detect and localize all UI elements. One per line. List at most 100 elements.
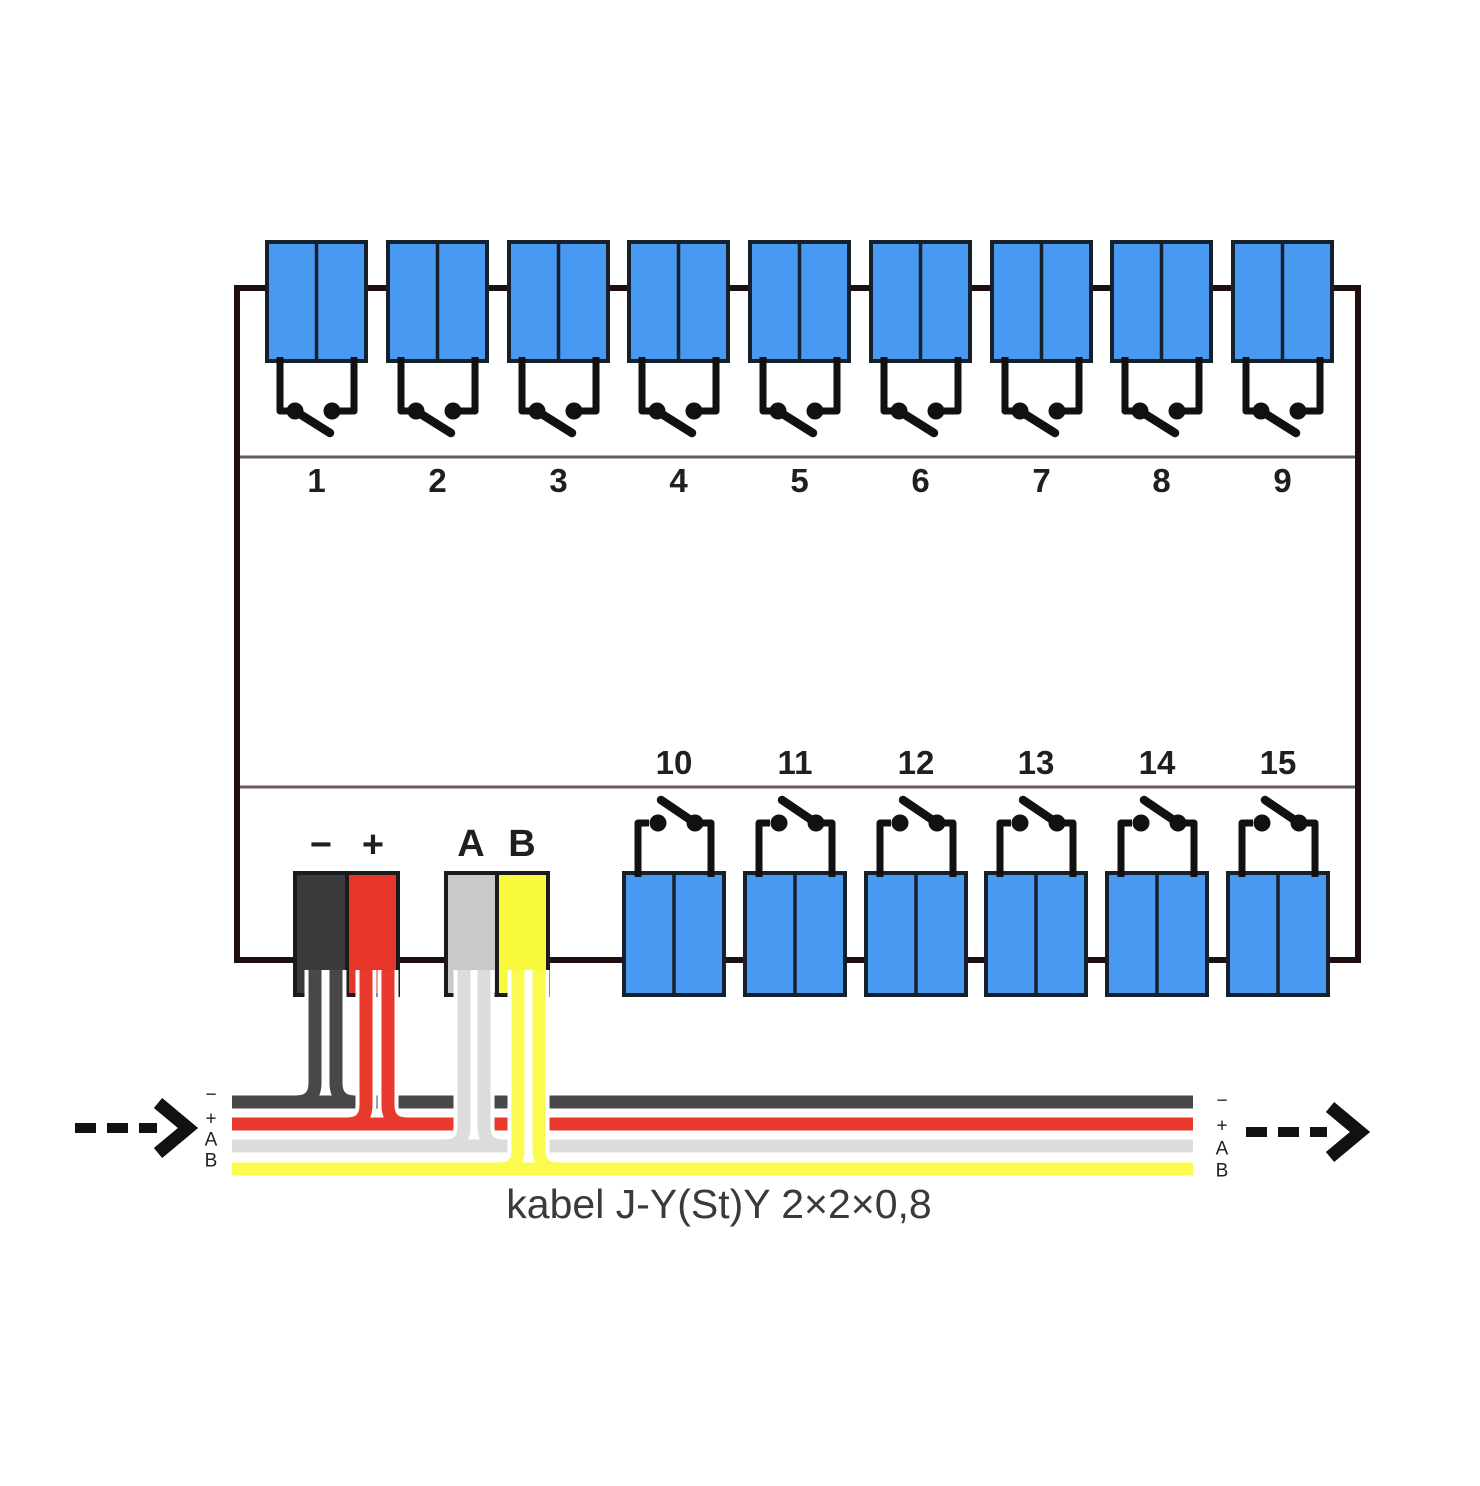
- switch-lever: [656, 795, 700, 828]
- conductor-label-left-b: B: [205, 1151, 218, 1172]
- arrow-head-icon: [153, 1098, 199, 1158]
- conductor-label-right-plus: +: [1216, 1116, 1227, 1137]
- channel-number: 7: [1032, 462, 1050, 499]
- switch-lever: [1015, 406, 1060, 438]
- switch-contact-dot: [323, 402, 341, 420]
- switch-wire: [755, 819, 770, 877]
- channel-number: 6: [911, 462, 929, 499]
- channel-number: 11: [778, 744, 813, 781]
- switch-wire: [759, 357, 772, 415]
- power-minus-label: −: [310, 824, 332, 866]
- cable-wire-plus: ++: [205, 970, 1228, 1137]
- switch-wire: [1180, 357, 1203, 415]
- switch-wire: [1001, 357, 1014, 415]
- switch-contact-dot: [1253, 814, 1271, 832]
- flow-arrow-left: [75, 1098, 199, 1158]
- channel-top: 2: [386, 240, 489, 499]
- channel-number: 14: [1139, 744, 1176, 781]
- switch-contact-dot: [1048, 402, 1066, 420]
- power-plus-label: +: [362, 824, 384, 866]
- switch-lever: [894, 406, 939, 438]
- channel-bottom: 11: [743, 744, 847, 997]
- switch-wire: [1238, 819, 1253, 877]
- switch-lever: [1139, 795, 1183, 828]
- channel-number: 3: [549, 462, 567, 499]
- bus-b-label: B: [508, 823, 535, 865]
- bus-a-label: A: [457, 823, 484, 865]
- channel-top: 3: [507, 240, 610, 499]
- conductor-label-right-b: B: [1216, 1161, 1229, 1182]
- channel-number: 10: [656, 744, 693, 781]
- switch-lever: [532, 406, 577, 438]
- channel-number: 4: [669, 462, 688, 499]
- switch-lever: [773, 406, 818, 438]
- switch-lever: [777, 795, 821, 828]
- channel-number: 15: [1260, 744, 1297, 781]
- channel-number: 8: [1152, 462, 1170, 499]
- cable-label: kabel J-Y(St)Y 2×2×0,8: [506, 1181, 931, 1227]
- switch-contact-dot: [770, 814, 788, 832]
- channel-number: 1: [307, 462, 325, 499]
- switch-wire: [880, 357, 893, 415]
- switch-lever: [1260, 795, 1304, 828]
- switch-wire: [876, 819, 891, 877]
- switch-contact-dot: [806, 402, 824, 420]
- channel-number: 2: [428, 462, 446, 499]
- switch-wire: [996, 819, 1011, 877]
- switch-wire: [634, 819, 649, 877]
- arrow-head-icon: [1325, 1102, 1371, 1162]
- channel-number: 5: [790, 462, 808, 499]
- channel-number: 12: [898, 744, 935, 781]
- switch-wire: [1301, 357, 1324, 415]
- conductor-label-right-minus: −: [1216, 1091, 1227, 1112]
- switch-wire: [1121, 357, 1134, 415]
- conductor-label-right-a: A: [1216, 1139, 1229, 1160]
- switch-lever: [898, 795, 942, 828]
- channel-top: 8: [1110, 240, 1213, 499]
- conductor-label-left-a: A: [205, 1130, 218, 1151]
- conductor-label-left-minus: −: [205, 1085, 216, 1106]
- switch-wire: [276, 357, 289, 415]
- channel-top: 7: [990, 240, 1093, 499]
- switch-wire: [1117, 819, 1132, 877]
- switch-contact-dot: [1132, 814, 1150, 832]
- channel-top: 4: [627, 240, 730, 499]
- switch-wire: [1242, 357, 1255, 415]
- flow-arrow-right: [1246, 1102, 1371, 1162]
- switch-wire: [1060, 357, 1083, 415]
- device-body: [234, 285, 1361, 963]
- channel-number: 9: [1273, 462, 1291, 499]
- switch-lever: [1256, 406, 1301, 438]
- channel-top: 5: [748, 240, 851, 499]
- switch-wire: [818, 357, 841, 415]
- channel-top: 1: [265, 240, 368, 499]
- switch-lever: [411, 406, 456, 438]
- switch-contact-dot: [1011, 814, 1029, 832]
- switch-contact-dot: [649, 814, 667, 832]
- switch-wire: [638, 357, 651, 415]
- channel-bottom: 12: [864, 744, 968, 997]
- switch-lever: [652, 406, 697, 438]
- switch-wire: [456, 357, 479, 415]
- channel-number: 13: [1018, 744, 1055, 781]
- switch-wire: [697, 357, 720, 415]
- channel-bottom: 14: [1105, 744, 1209, 997]
- wire-vertical: [532, 970, 573, 1176]
- switch-wire: [397, 357, 410, 415]
- channel-top: 6: [869, 240, 972, 499]
- switch-contact-dot: [685, 402, 703, 420]
- switch-lever: [1018, 795, 1062, 828]
- switch-contact-dot: [927, 402, 945, 420]
- switch-wire: [939, 357, 962, 415]
- channel-bottom: 15: [1226, 744, 1330, 997]
- channel-bottom: 13: [984, 744, 1088, 997]
- switch-wire: [335, 357, 358, 415]
- switch-contact-dot: [1289, 402, 1307, 420]
- switch-lever: [290, 406, 335, 438]
- switch-wire: [518, 357, 531, 415]
- switch-contact-dot: [565, 402, 583, 420]
